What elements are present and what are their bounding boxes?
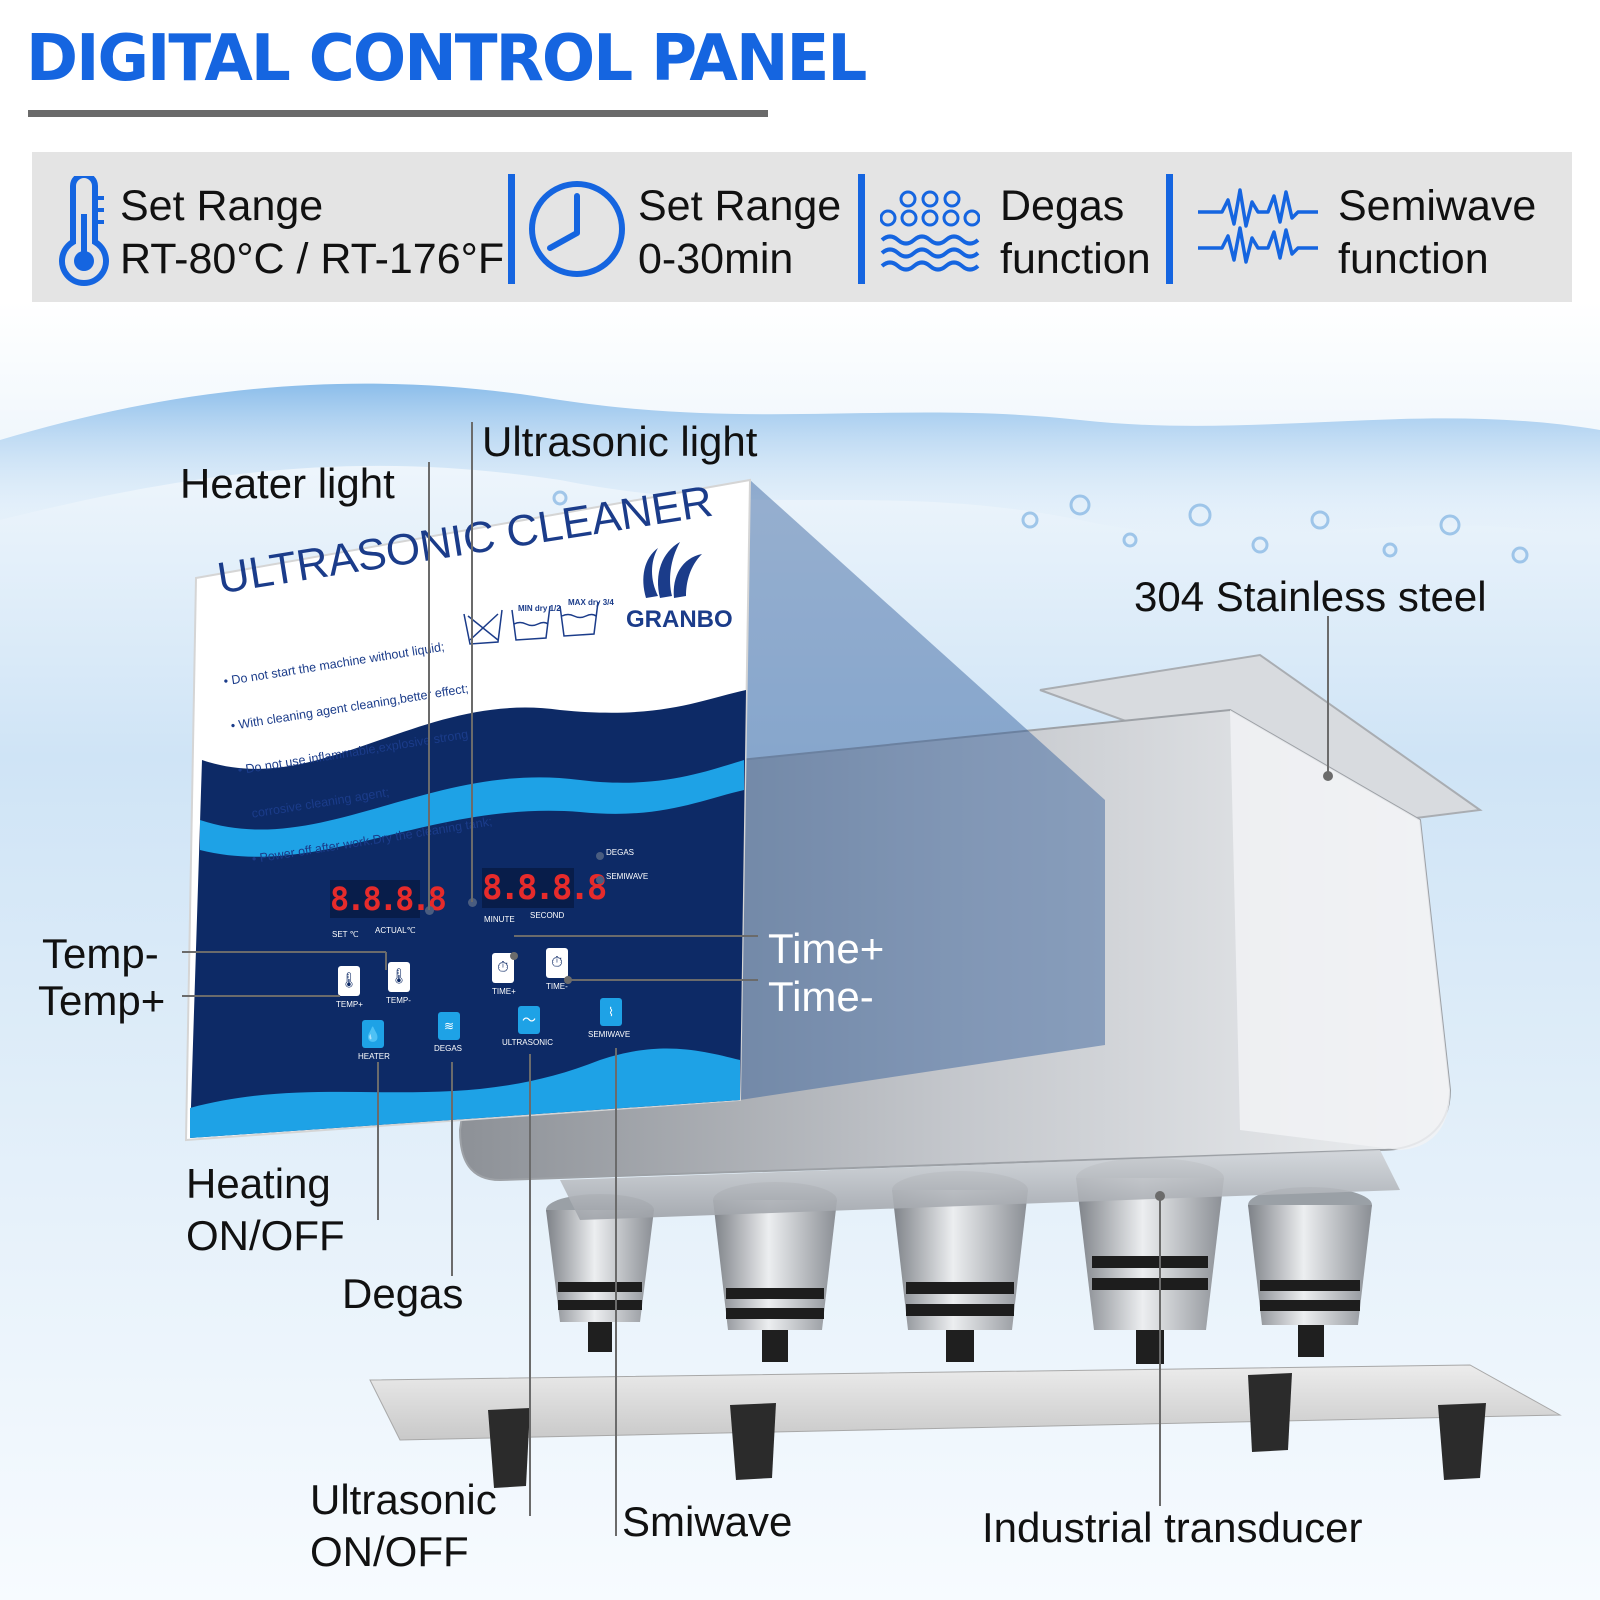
spec-time-line1: Set Range [638,182,842,230]
callout-stainless-steel: 304 Stainless steel [1134,573,1487,620]
temp-plus-label: TEMP+ [336,1000,363,1009]
callout-heating-line2: ON/OFF [186,1212,345,1259]
title-underline [28,110,768,117]
indicator-degas: DEGAS [606,848,635,857]
bubbles-icon [880,190,980,272]
callout-smiwave: Smiwave [622,1498,793,1545]
callout-ultrasonic: Ultrasonic ON/OFF [310,1474,497,1578]
level-max-label: MAX dry 3/4 [568,598,614,607]
page-title: DIGITAL CONTROL PANEL [26,22,867,96]
degas-button[interactable]: ≋ [438,1012,460,1040]
time-plus-label: TIME+ [492,987,516,996]
ultrasonic-label: ULTRASONIC [502,1038,553,1047]
display-label-actual: ACTUAL℃ [375,926,416,935]
callout-degas: Degas [342,1270,464,1317]
callout-temp-plus: Temp+ [38,977,166,1024]
spec-degas: Degas function [1000,180,1151,286]
spec-temp-line1: Set Range [120,182,324,230]
spec-divider [1166,174,1173,284]
heater-button[interactable]: 💧 [362,1020,384,1048]
temp-minus-label: TEMP- [386,996,411,1005]
transducer [1248,1187,1372,1357]
water-level-icons [463,601,599,645]
spec-divider [858,174,865,284]
semiwave-label: SEMIWAVE [588,1030,631,1039]
temp-plus-button[interactable]: 🌡 [338,966,360,996]
heater-label: HEATER [358,1052,390,1061]
panel-projection [740,480,1105,1100]
spec-time-line2: 0-30min [638,235,794,283]
spec-semiwave: Semiwave function [1338,180,1536,286]
callout-ultrasonic-light: Ultrasonic light [482,418,758,465]
semiwave-button[interactable]: ⌇ [600,998,622,1026]
degas-label: DEGAS [434,1044,463,1053]
heater-light [425,906,434,915]
callout-time-plus: Time+ [768,925,885,972]
ultrasonic-button[interactable]: 〜 [518,1006,540,1034]
spec-degas-line1: Degas [1000,182,1125,230]
spec-semiwave-line2: function [1338,235,1489,283]
level-max-text: MAX [568,598,586,607]
panel-brand: GRANBO [626,606,733,633]
time-plus-button[interactable]: ⏱ [492,953,514,983]
spec-temp: Set Range RT-80°C / RT-176°F [120,180,504,286]
callout-heating-line1: Heating [186,1160,331,1207]
indicator-semiwave: SEMIWAVE [606,872,649,881]
ultrasonic-light [468,898,477,907]
granbo-logo-icon [643,542,702,598]
callout-time-minus: Time- [768,973,874,1020]
time-minus-button[interactable]: ⏱ [546,948,568,978]
water-wave [0,383,1600,540]
callout-ultrasonic-line2: ON/OFF [310,1528,469,1575]
level-max-sub: dry 3/4 [588,598,614,607]
clock-icon [529,181,625,277]
temp-minus-button[interactable]: 🌡 [388,962,410,992]
control-panel [184,478,752,1142]
thermometer-icon [59,176,109,287]
level-min-sub: dry 1/2 [534,604,561,613]
spec-temp-line2: RT-80°C / RT-176°F [120,235,505,283]
display-label-set: SET ℃ [332,930,359,939]
level-min-text: MIN [518,604,533,613]
waveform-icon [1198,188,1318,264]
display-label-minute: MINUTE [484,915,515,924]
spec-time: Set Range 0-30min [638,180,841,286]
callout-ultrasonic-line1: Ultrasonic [310,1476,497,1523]
spec-bar [32,152,1572,302]
display-label-second: SECOND [530,911,565,920]
spec-degas-line2: function [1000,235,1151,283]
callout-heater-light: Heater light [180,460,395,507]
semiwave-light [596,876,604,884]
time-minus-label: TIME- [546,982,568,991]
callout-temp-minus: Temp- [42,930,159,977]
spec-divider [508,174,515,284]
level-min-label: MIN dry 1/2 [518,604,561,613]
base-feet [488,1373,1486,1488]
callout-industrial-transducer: Industrial transducer [982,1504,1363,1551]
spec-semiwave-line1: Semiwave [1338,182,1537,230]
callout-heating: Heating ON/OFF [186,1158,345,1262]
degas-light [596,852,604,860]
